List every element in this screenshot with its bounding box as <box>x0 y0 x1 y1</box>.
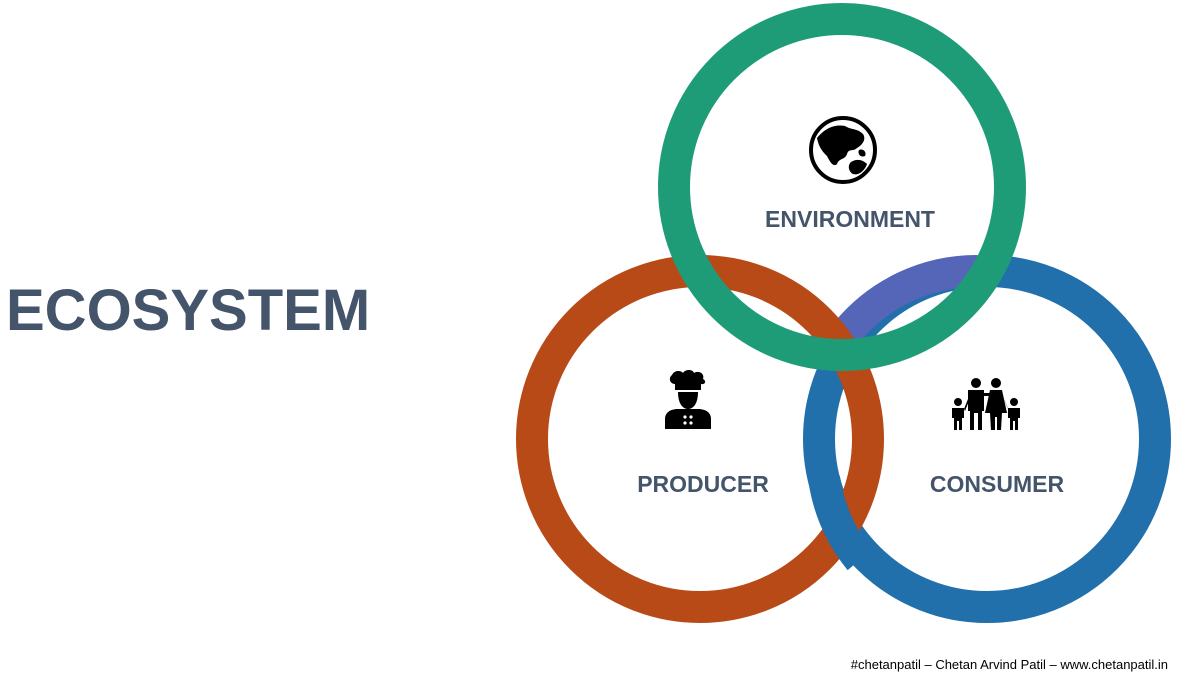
chef-icon <box>665 370 711 429</box>
environment-label: ENVIRONMENT <box>765 206 935 232</box>
overlap-arc <box>834 254 978 343</box>
footer-credit: #chetanpatil – Chetan Arvind Patil – www… <box>850 657 1168 672</box>
environment-ring <box>658 3 1026 371</box>
globe-icon <box>809 116 877 184</box>
producer-label: PRODUCER <box>637 471 769 497</box>
family-icon <box>952 378 1020 430</box>
consumer-ring-overlay <box>808 475 873 571</box>
consumer-label: CONSUMER <box>929 471 1065 497</box>
page-title: ECOSYSTEM <box>6 278 371 343</box>
